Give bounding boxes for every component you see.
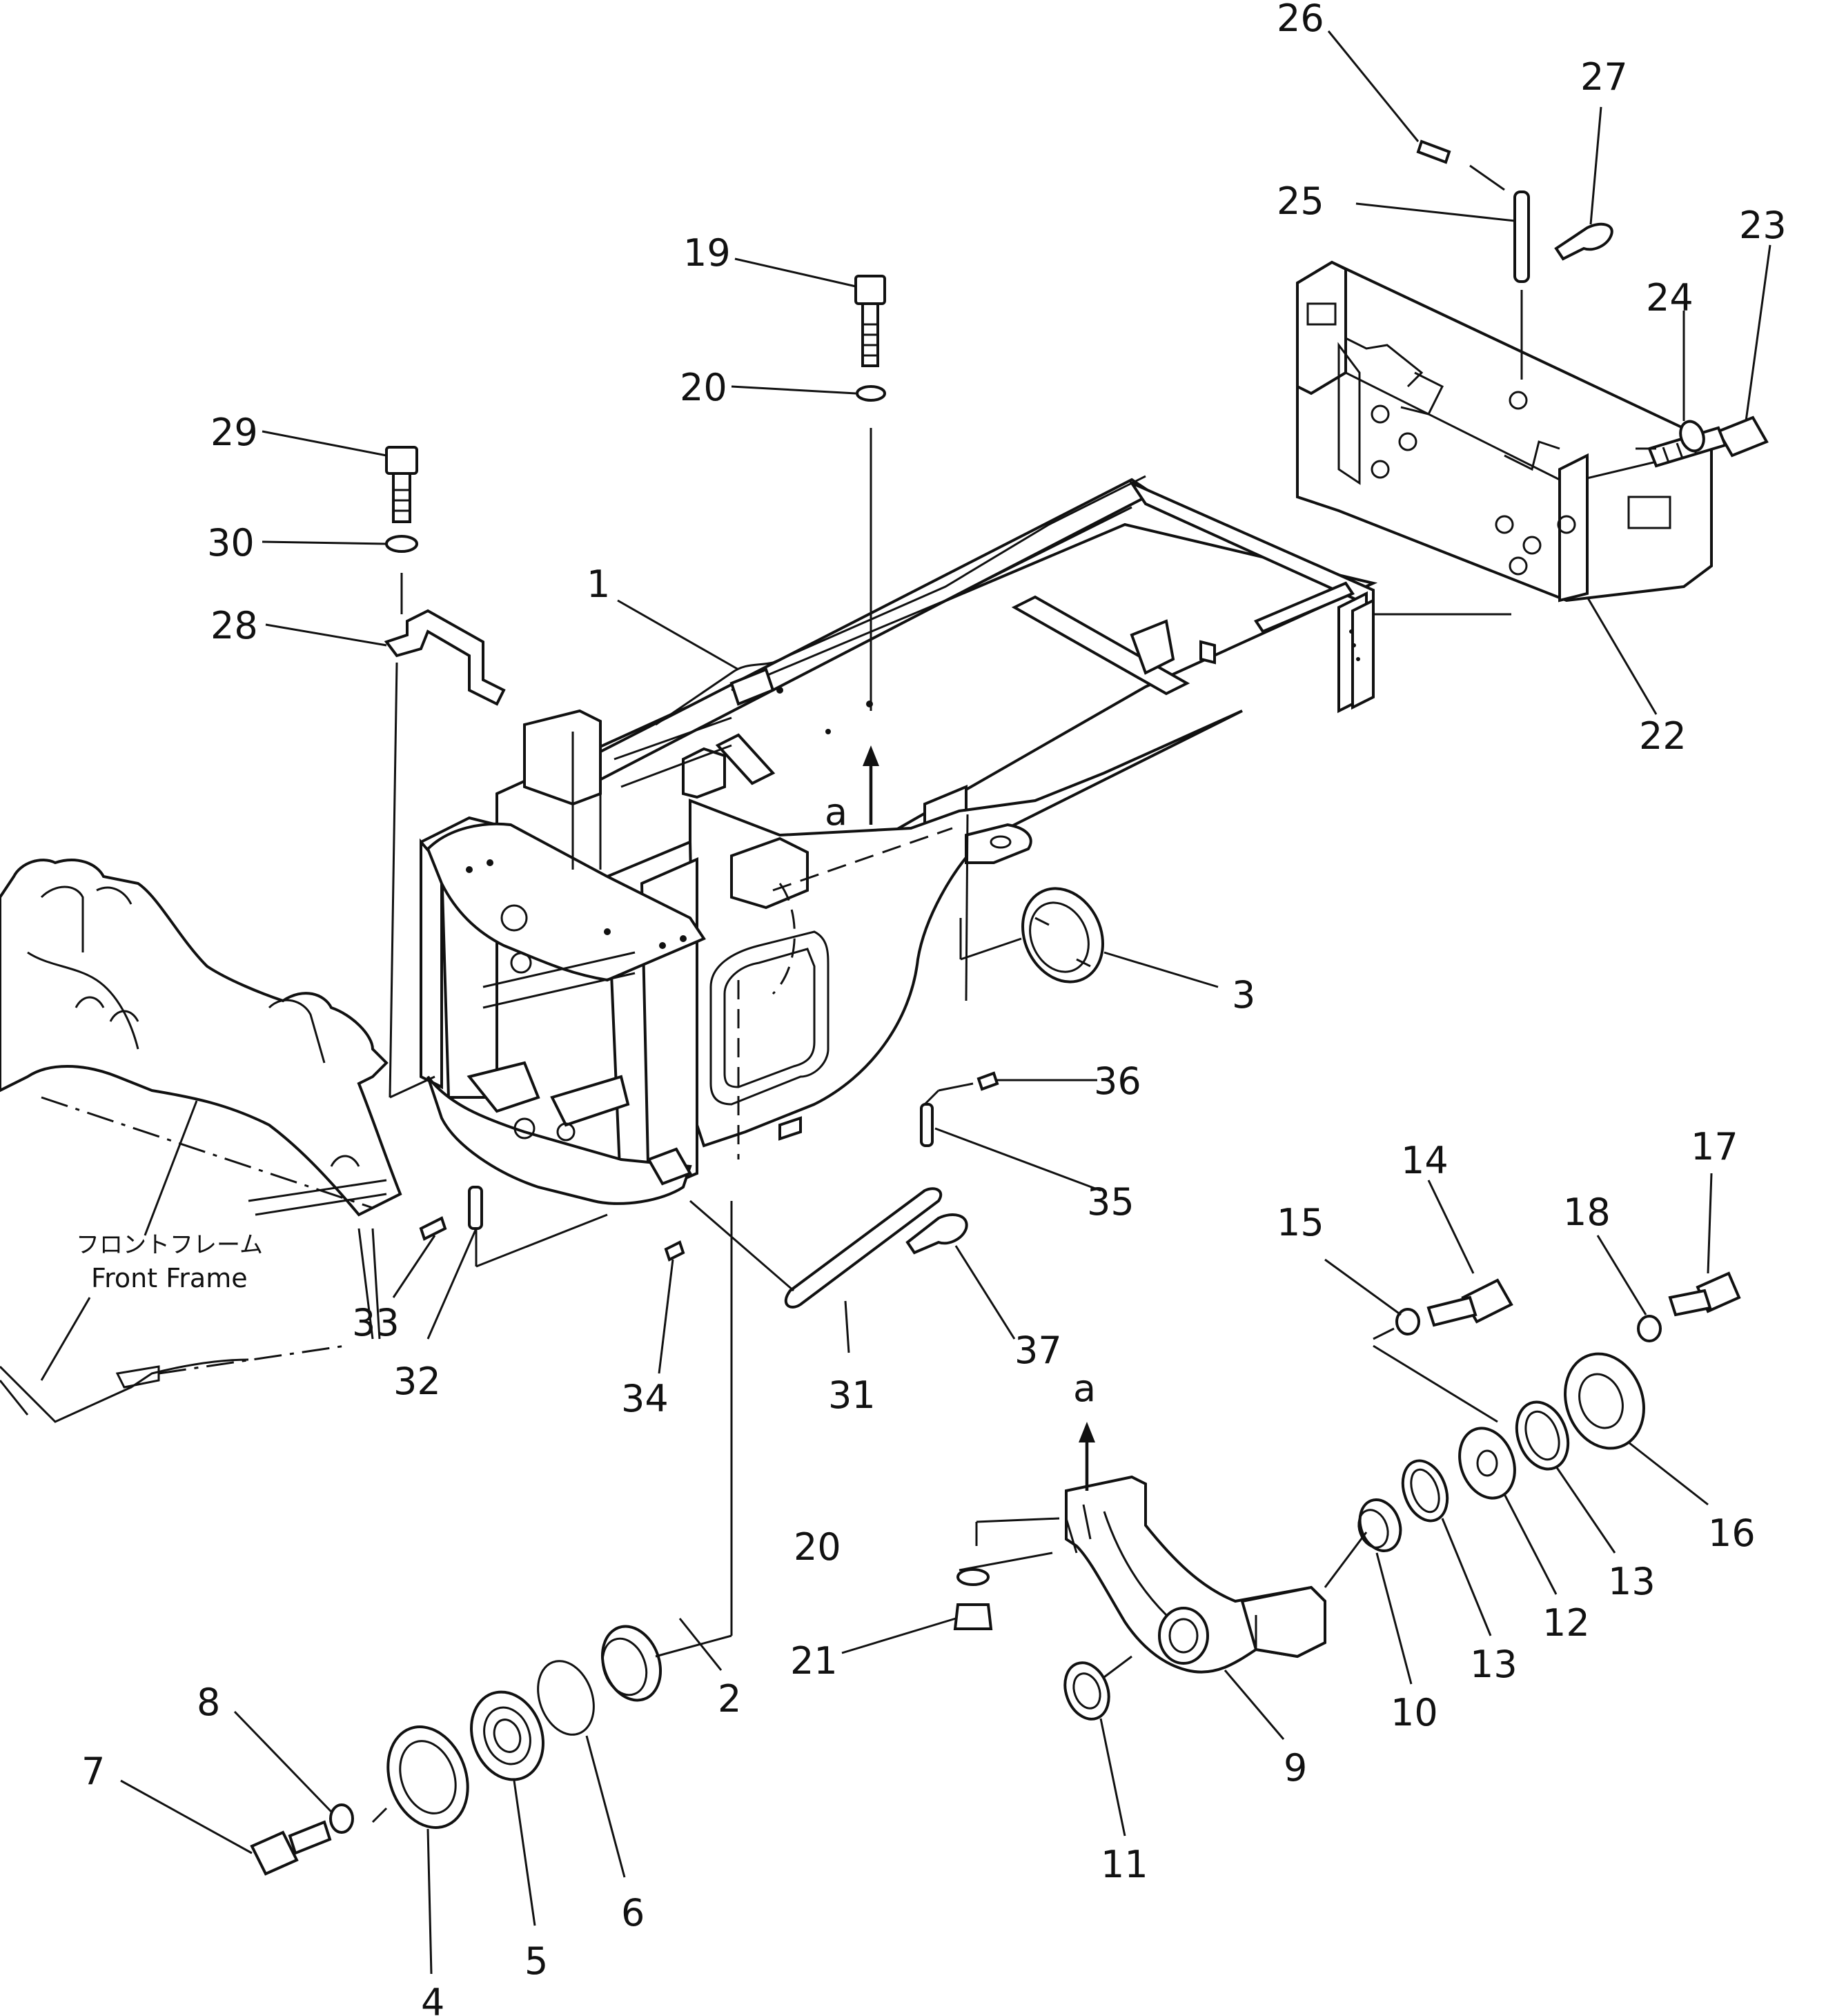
nut-21 (953, 1603, 993, 1630)
view-arrow-a-upper (863, 745, 879, 825)
bushing-10 (1357, 1498, 1402, 1552)
pin-32 (468, 1186, 483, 1230)
front-frame (0, 859, 402, 1423)
callout-20-lower: 20 (794, 1525, 841, 1569)
rear-axle-support (1065, 1475, 1326, 1674)
callout-28: 28 (210, 604, 258, 647)
view-arrow-a-lower (1079, 1422, 1095, 1491)
pin-36 (976, 1071, 999, 1091)
callout-5: 5 (524, 1939, 548, 1983)
front-frame-label-en: Front Frame (91, 1263, 248, 1293)
callout-30: 30 (207, 521, 255, 565)
washer-8 (329, 1803, 354, 1834)
callout-16: 16 (1708, 1511, 1756, 1555)
callout-34: 34 (621, 1377, 669, 1420)
view-marker-a-upper: a (825, 790, 847, 834)
callout-10: 10 (1391, 1691, 1438, 1734)
bolt-17 (1668, 1271, 1741, 1317)
washer-24 (1679, 420, 1705, 453)
cover-4 (386, 1725, 469, 1829)
callout-33-a: 33 (352, 1301, 400, 1344)
callout-numbers: 1 2 3 4 5 6 7 8 9 10 11 12 13 13 14 15 1… (81, 0, 1787, 2016)
ring-6 (537, 1660, 595, 1736)
pin-25 (1513, 190, 1530, 283)
bar-31 (784, 1187, 943, 1309)
pin-35 (920, 1103, 934, 1147)
callout-2: 2 (718, 1677, 741, 1721)
callout-20-top: 20 (680, 366, 727, 409)
pin-33 (419, 1216, 447, 1241)
callout-4: 4 (421, 1981, 444, 2016)
callout-8: 8 (197, 1681, 220, 1724)
pin-26 (1416, 139, 1451, 164)
callout-15: 15 (1277, 1201, 1324, 1244)
callout-25: 25 (1277, 179, 1324, 223)
callout-6: 6 (621, 1891, 645, 1935)
bearing-11 (1063, 1661, 1110, 1721)
lock-pin-37 (905, 1213, 968, 1255)
callout-leaders (120, 30, 1771, 1975)
bolt-14 (1426, 1278, 1513, 1327)
callout-24: 24 (1646, 276, 1694, 320)
callout-22: 22 (1639, 714, 1687, 758)
lock-pin-27 (1554, 222, 1613, 261)
callout-26: 26 (1277, 0, 1324, 40)
callout-19: 19 (683, 231, 731, 275)
callout-35: 35 (1087, 1180, 1135, 1224)
bolt-19 (854, 275, 886, 367)
bolt-7 (250, 1820, 332, 1876)
flange-16 (1564, 1352, 1645, 1450)
washer-20-lower (956, 1568, 990, 1586)
washer-20-top (856, 385, 886, 402)
washer-18 (1637, 1315, 1662, 1342)
bearing-3 (1021, 887, 1104, 983)
pin-34 (664, 1240, 685, 1262)
plate-12 (1458, 1427, 1516, 1500)
callout-18: 18 (1563, 1191, 1611, 1234)
washer-15 (1395, 1308, 1420, 1335)
washer-30 (385, 535, 418, 553)
callout-3: 3 (1232, 973, 1255, 1017)
bolt-29 (385, 446, 418, 523)
callout-9: 9 (1284, 1746, 1307, 1790)
callout-23: 23 (1739, 204, 1787, 247)
bearing-5 (470, 1690, 544, 1781)
rear-frame (420, 475, 1378, 1205)
callout-27: 27 (1580, 55, 1628, 99)
callout-1: 1 (587, 562, 610, 606)
callout-11: 11 (1101, 1843, 1148, 1886)
callout-12: 12 (1542, 1601, 1590, 1645)
view-marker-a-lower: a (1073, 1367, 1096, 1410)
callout-37: 37 (1014, 1329, 1062, 1372)
callout-13-left: 13 (1470, 1643, 1518, 1686)
callout-14: 14 (1401, 1139, 1449, 1182)
counterweight (1296, 260, 1713, 603)
leader-lines (371, 164, 1656, 1823)
front-frame-label-jp: フロントフレーム (76, 1231, 263, 1259)
bushing-2 (600, 1625, 662, 1702)
callout-13-right: 13 (1608, 1560, 1656, 1603)
bracket-28 (384, 609, 506, 706)
callout-7: 7 (81, 1750, 105, 1793)
callout-17: 17 (1691, 1125, 1738, 1168)
callout-29: 29 (210, 411, 258, 454)
callout-36: 36 (1094, 1059, 1141, 1103)
ring-13-a (1515, 1400, 1570, 1471)
callout-21: 21 (790, 1639, 838, 1683)
ring-13-b (1401, 1459, 1449, 1523)
callout-32: 32 (393, 1360, 441, 1403)
callout-31: 31 (828, 1373, 876, 1417)
